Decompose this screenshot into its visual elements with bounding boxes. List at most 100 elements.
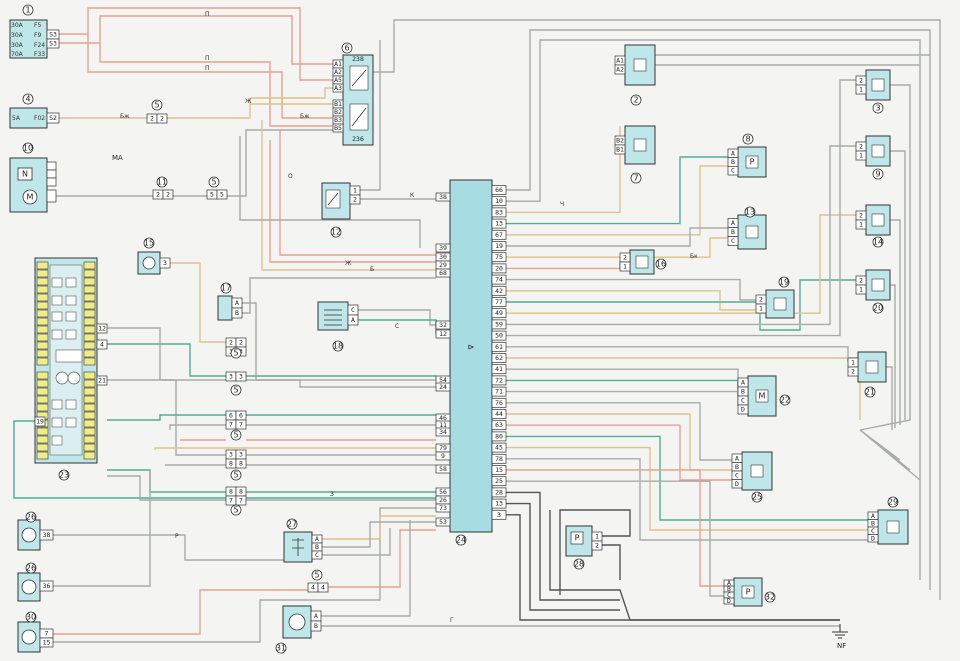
pin-label: B — [735, 463, 739, 471]
pin-label: B2 — [616, 137, 624, 145]
component-symbol — [871, 278, 885, 292]
wire — [242, 302, 436, 381]
pin-label: 58 — [439, 465, 447, 473]
wire — [154, 447, 436, 450]
component-symbol — [886, 520, 900, 534]
fuse-rating: 70A — [11, 51, 24, 58]
wire — [506, 165, 728, 236]
wire — [506, 126, 621, 214]
pin-label: 1 — [623, 263, 627, 271]
wire-code: С — [395, 323, 399, 330]
pin-label: 3 — [239, 373, 243, 381]
fuse-slot — [83, 341, 96, 350]
fuse-slot — [36, 277, 49, 286]
fuse-4: 5A F02 S2 4 — [9, 93, 60, 129]
wire — [269, 140, 436, 263]
fuse-slot — [36, 341, 49, 350]
component-pin — [614, 144, 626, 155]
component-pin — [867, 534, 879, 543]
component-symbol — [755, 389, 769, 403]
fuse-slot — [83, 451, 96, 460]
fuse-rating: 30A — [11, 42, 24, 49]
wire — [59, 103, 333, 119]
fuse-slot — [83, 427, 96, 436]
pin-label: D — [871, 534, 875, 542]
pin-label: C — [741, 397, 745, 405]
wire-code: О — [288, 173, 293, 180]
label-31: 31 — [276, 644, 286, 653]
fuse-box-1: S3 S3 30A 30A 30A 70A F5 F9 F24 F33 1 — [9, 4, 60, 59]
pin-label: 19 — [495, 242, 503, 250]
label-21: 21 — [865, 388, 875, 397]
fuse-pin: S3 — [49, 31, 57, 39]
fuse-slot — [36, 285, 49, 294]
component-symbol — [741, 585, 755, 599]
label-3: 3 — [875, 104, 880, 113]
pin-label: 4 — [321, 584, 325, 592]
component-body — [865, 269, 891, 301]
wire — [358, 309, 436, 326]
pin-label: 7 — [239, 497, 243, 505]
label-19: 19 — [779, 278, 789, 287]
label-13: 13 — [745, 208, 755, 217]
wire — [859, 429, 921, 481]
pin-label: 75 — [495, 253, 503, 261]
relay-slot — [55, 349, 83, 363]
component-symbol: M — [759, 392, 766, 401]
fuse-id: F02 — [34, 115, 45, 122]
relay-slot — [51, 295, 63, 306]
ecu-pin — [491, 409, 507, 419]
pin-label: 2 — [353, 196, 357, 204]
label-9: 9 — [875, 170, 880, 179]
ecu-pin — [491, 353, 507, 363]
wire — [506, 214, 856, 314]
connector-pin — [216, 189, 228, 200]
wire — [107, 343, 436, 377]
wire — [506, 458, 868, 541]
pin-label: 73 — [439, 504, 447, 512]
connector-pin — [235, 458, 247, 469]
ecu-pin — [491, 386, 507, 397]
pin-label: 79 — [439, 444, 447, 452]
pin-label: A2 — [616, 66, 624, 74]
inline-connectors: 225221155522335335667753388588775445 — [146, 99, 329, 593]
ma-label: MA — [112, 154, 123, 162]
relay-pin — [332, 83, 344, 93]
ecu-pin — [491, 330, 507, 341]
wire — [321, 520, 411, 617]
pin-label: 1 — [353, 187, 357, 195]
pin-label: 8 — [229, 488, 233, 496]
ecu-pin — [491, 241, 507, 251]
pin-label: 54 — [439, 376, 447, 384]
pin-label: 7 — [229, 497, 233, 505]
wire — [107, 475, 436, 501]
relay-slot — [51, 399, 63, 410]
ecu-pin — [435, 192, 451, 202]
ecu-pin — [491, 397, 507, 408]
pin-label: 1 — [851, 359, 855, 367]
wire — [506, 424, 732, 481]
component-pin — [727, 165, 739, 176]
pin-label: 3 — [229, 373, 233, 381]
fuse-slot — [83, 411, 96, 420]
relay-slot — [65, 417, 77, 428]
connector-pin — [235, 495, 247, 506]
pin-label: 25 — [495, 477, 503, 485]
relay-slot — [51, 417, 63, 428]
panel-pin — [96, 375, 108, 386]
pin-label: A — [731, 219, 735, 227]
fuse-slot — [36, 379, 49, 388]
component-pin — [619, 261, 631, 272]
wire — [506, 446, 868, 531]
pin-label: C — [731, 237, 735, 245]
wire-code: Г — [450, 617, 454, 624]
pin-label: 12 — [98, 325, 106, 333]
wire — [506, 469, 724, 587]
fuse-id: F33 — [34, 51, 45, 58]
wire — [506, 156, 728, 225]
pin-label: B2 — [334, 108, 342, 116]
pin-label: A2 — [334, 68, 342, 76]
ecu-pin — [491, 308, 507, 319]
